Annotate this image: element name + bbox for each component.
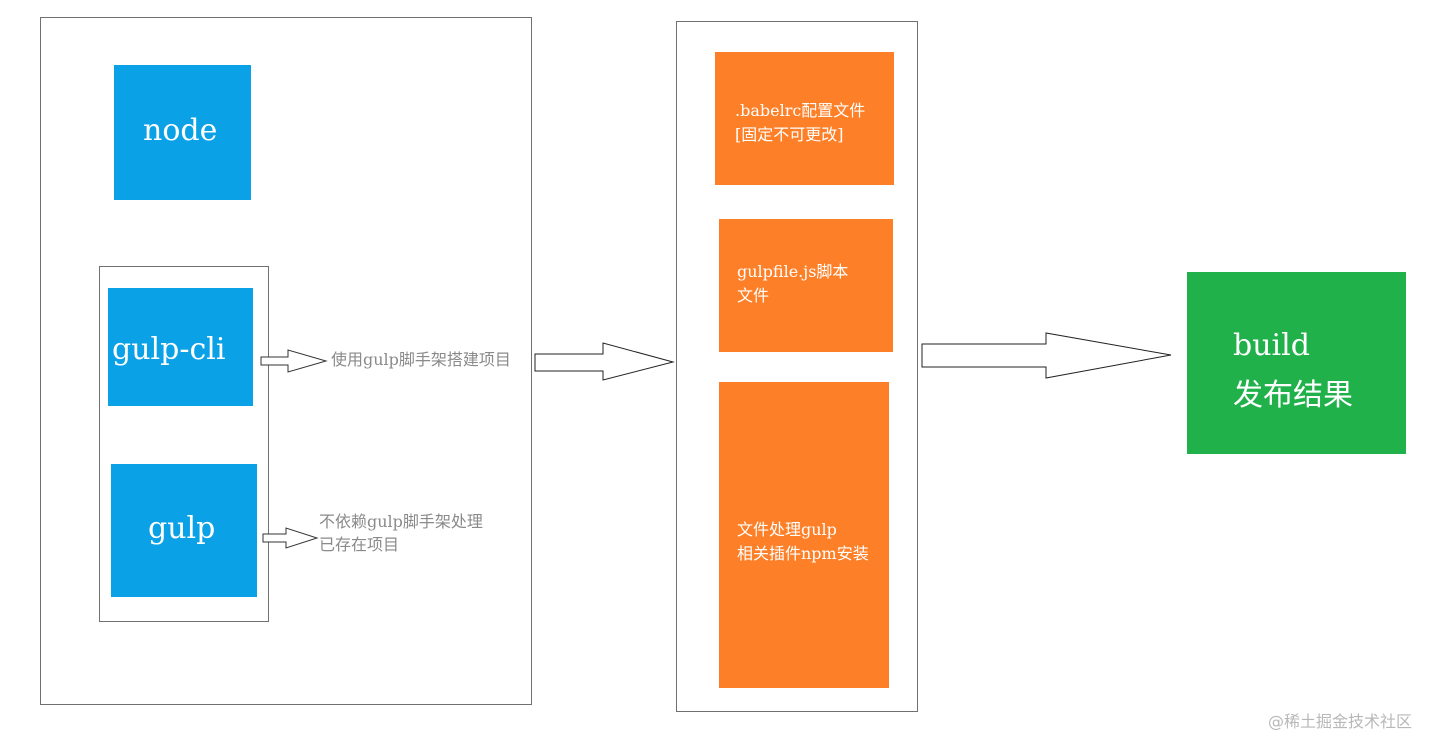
build-result-box: build 发布结果	[1187, 272, 1406, 454]
flow-arrow-left-to-middle	[534, 342, 675, 381]
gulpfile-line1: gulpfile.js脚本	[737, 262, 849, 281]
gulp-cli-note: 使用gulp脚手架搭建项目	[331, 350, 511, 369]
babelrc-box: .babelrc配置文件 [固定不可更改]	[715, 52, 894, 185]
gulp-note-line1: 不依赖gulp脚手架处理	[319, 512, 483, 531]
flow-arrow-middle-to-result	[921, 332, 1172, 379]
babelrc-line1: .babelrc配置文件	[735, 101, 866, 120]
build-label: build	[1233, 328, 1310, 363]
gulp-cli-arrow	[260, 349, 328, 373]
watermark: @稀土掘金技术社区	[1268, 712, 1413, 731]
plugins-box: 文件处理gulp 相关插件npm安装	[719, 382, 889, 688]
plugins-line1: 文件处理gulp	[737, 520, 837, 539]
gulp-box: gulp	[111, 464, 257, 597]
plugins-line2: 相关插件npm安装	[737, 544, 869, 563]
gulp-arrow	[262, 527, 319, 549]
gulpfile-box: gulpfile.js脚本 文件	[719, 219, 893, 352]
gulp-note-line2: 已存在项目	[319, 535, 400, 554]
node-label: node	[143, 113, 218, 148]
gulp-label: gulp	[148, 511, 216, 546]
gulpfile-line2: 文件	[737, 286, 770, 305]
build-result-label: 发布结果	[1233, 378, 1353, 413]
gulp-cli-box: gulp-cli	[108, 288, 253, 406]
node-box: node	[114, 65, 251, 200]
babelrc-line2: [固定不可更改]	[735, 125, 844, 144]
gulp-cli-label: gulp-cli	[112, 332, 226, 367]
